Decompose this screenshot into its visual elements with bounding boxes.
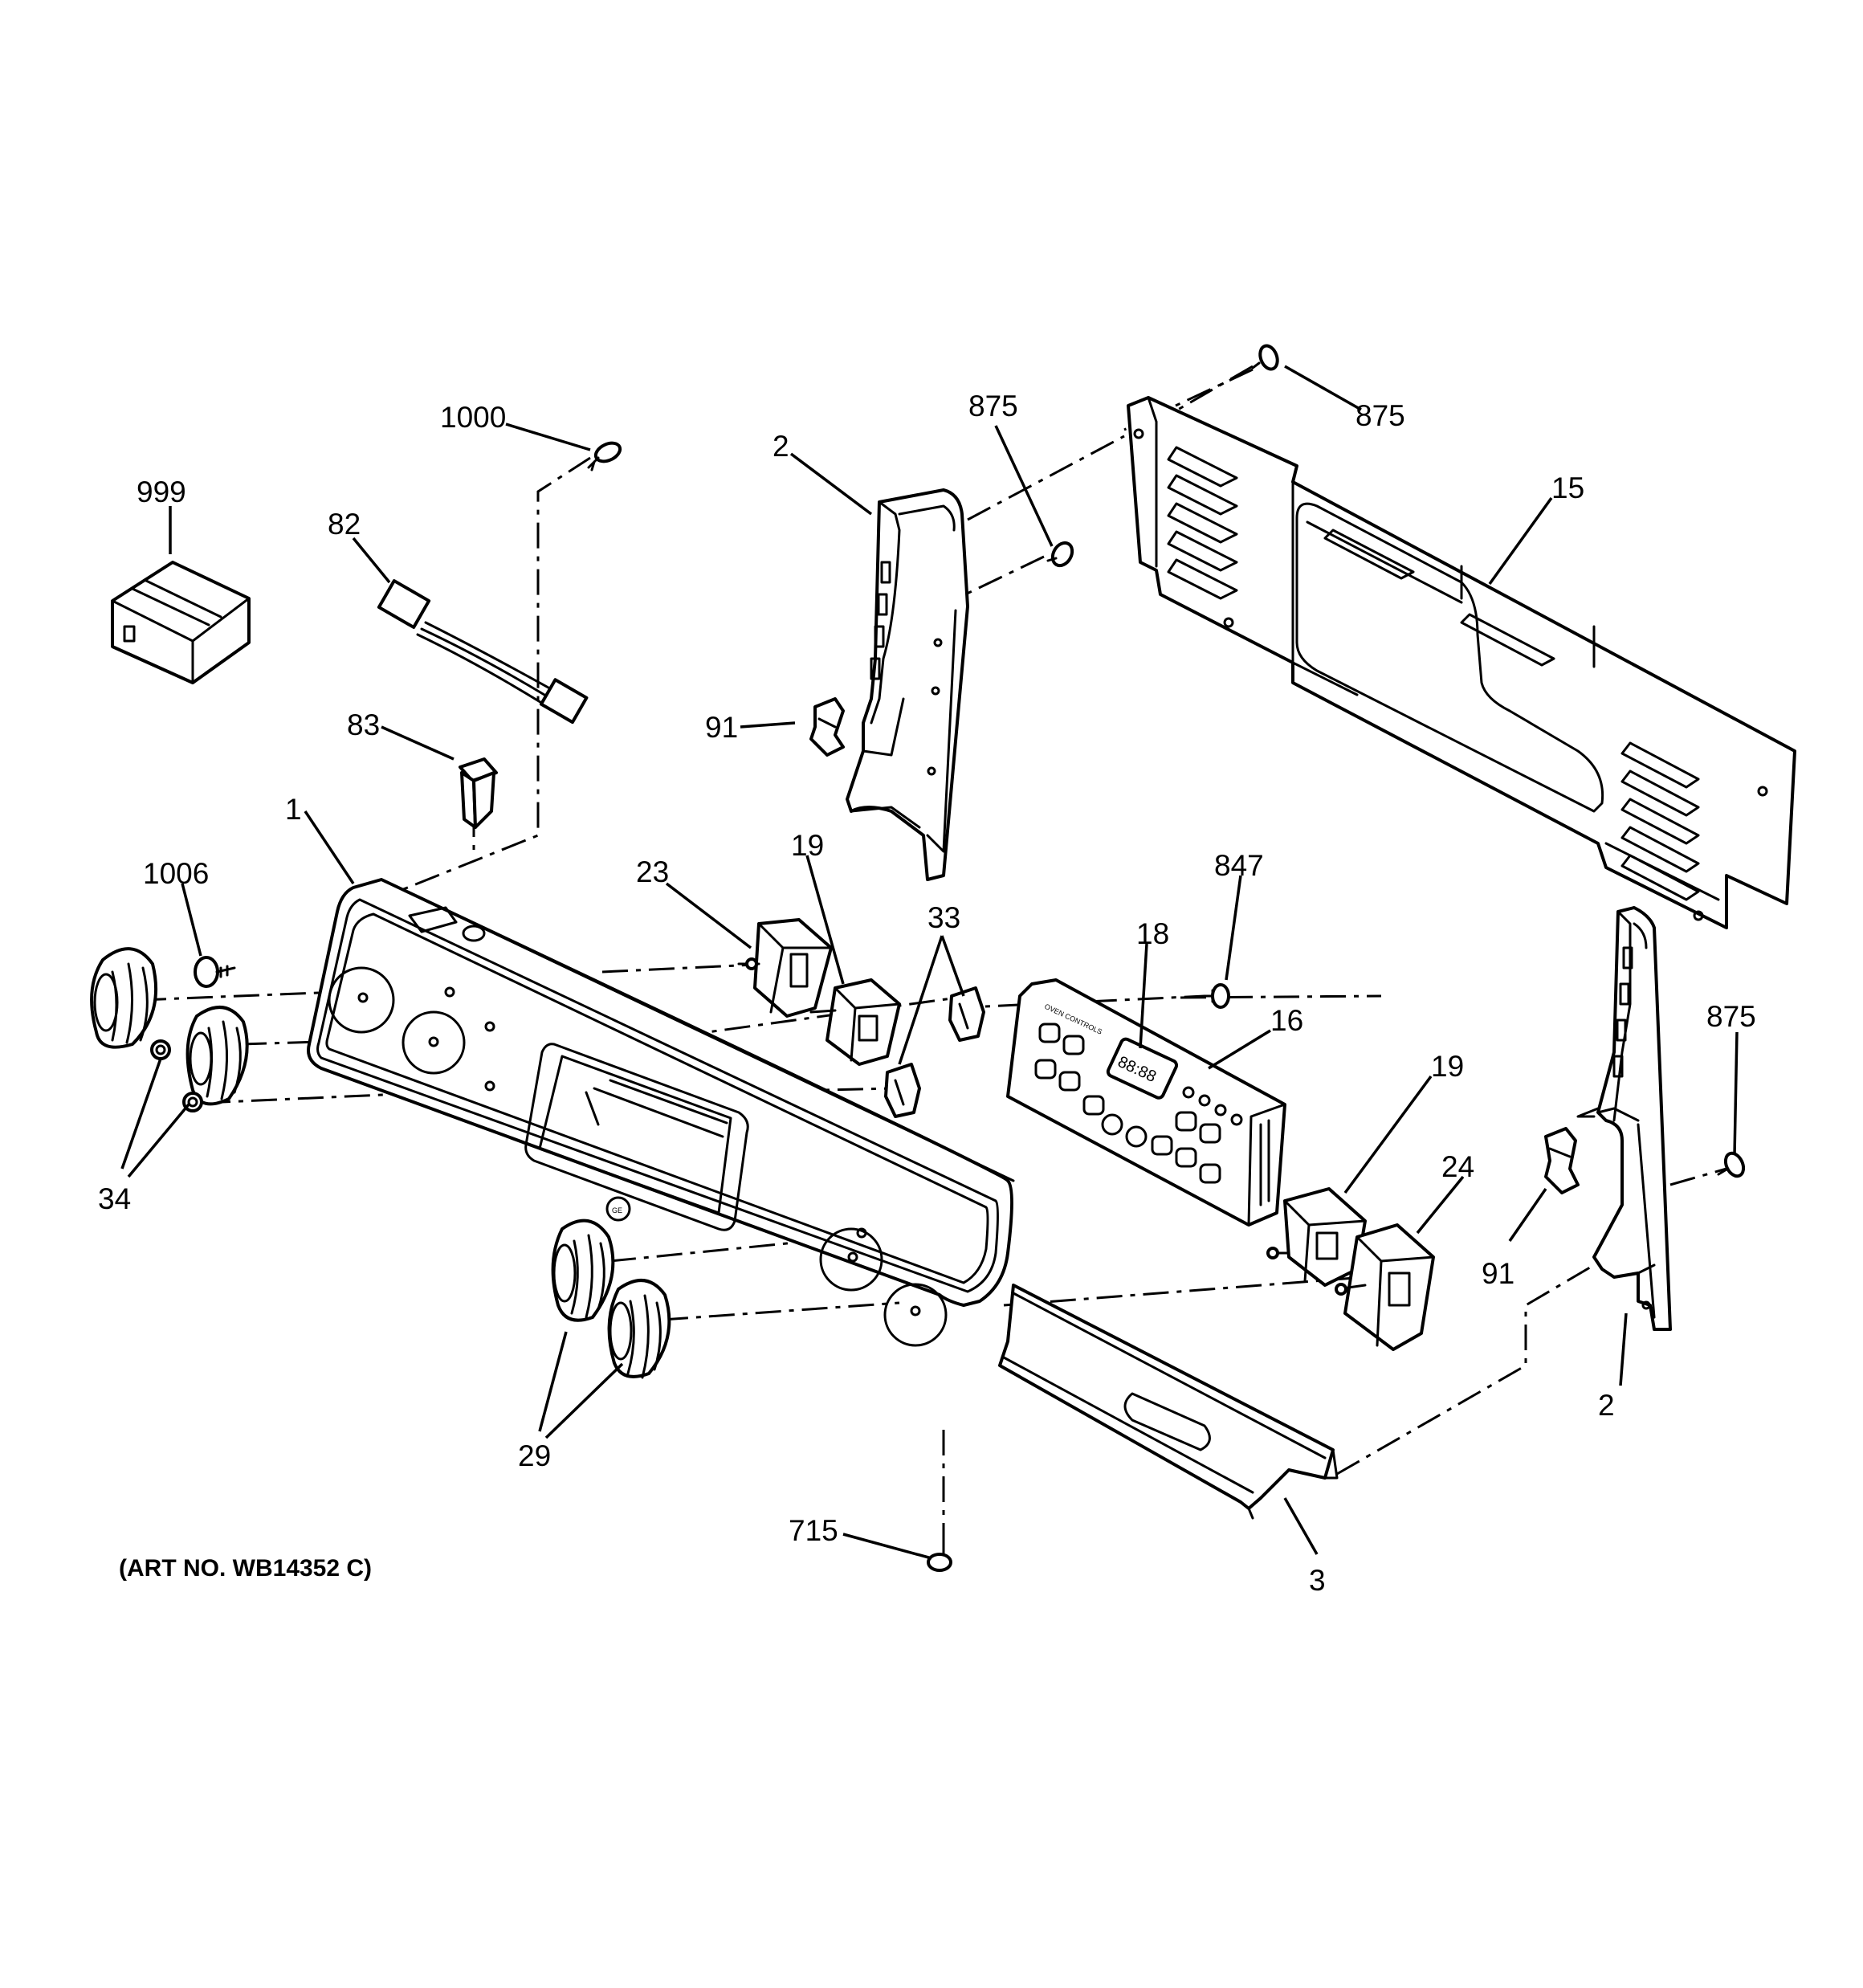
- screw-1000: [587, 441, 622, 471]
- callout-715: 715: [789, 1514, 838, 1547]
- leader-lines: [120, 365, 1739, 1560]
- callout-1006: 1006: [143, 857, 209, 890]
- callout-19-right: 19: [1431, 1050, 1464, 1083]
- callout-3: 3: [1309, 1564, 1326, 1597]
- callout-83: 83: [347, 708, 380, 741]
- end-cap-right: [1576, 906, 1672, 1331]
- callout-999: 999: [137, 476, 186, 508]
- screw-1006: [194, 956, 236, 988]
- screw-875-top: [1251, 344, 1279, 371]
- callout-16: 16: [1270, 1004, 1303, 1037]
- callout-2-bottom: 2: [1598, 1389, 1615, 1422]
- callout-19-left: 19: [791, 829, 824, 862]
- screw-875-mid: [1046, 541, 1074, 568]
- rocker-switch-33-a: [948, 986, 985, 1042]
- end-cap-left: [846, 488, 969, 881]
- callout-23: 23: [636, 855, 669, 888]
- screw-715: [927, 1525, 952, 1572]
- back-bracket: [1127, 396, 1796, 929]
- callout-875-mid: 875: [968, 390, 1018, 423]
- control-panel: GE: [307, 878, 1015, 1347]
- wire-harness: [377, 579, 589, 725]
- switch-19-right: [1266, 1187, 1367, 1287]
- switch-23: [737, 918, 833, 1018]
- callout-15: 15: [1551, 471, 1584, 504]
- clip-91-left: [809, 697, 845, 757]
- callout-91-left: 91: [705, 711, 738, 744]
- callout-33: 33: [927, 901, 960, 934]
- callout-18: 18: [1136, 917, 1169, 950]
- clip-91-right: [1544, 1127, 1580, 1194]
- callout-91-right: 91: [1482, 1257, 1514, 1290]
- electronic-control-board: 88:88 OVEN CONTROLS: [1006, 978, 1286, 1227]
- art-number: (ART NO. WB14352 C): [119, 1555, 372, 1582]
- literature-box: [111, 561, 251, 684]
- knob-right-2: [607, 1279, 671, 1379]
- rocker-switch-33-b: [884, 1063, 921, 1118]
- callout-875-right: 875: [1706, 1000, 1756, 1033]
- callout-82: 82: [328, 508, 361, 541]
- knob-left-2: [185, 1006, 249, 1106]
- callout-875-top: 875: [1355, 399, 1405, 432]
- callout-2-top: 2: [773, 430, 789, 463]
- knob-left-1: [90, 947, 158, 1049]
- switch-19-left: [809, 978, 901, 1066]
- callout-847: 847: [1214, 849, 1264, 882]
- trim-strip: [998, 1284, 1339, 1520]
- knob-right-1: [551, 1219, 615, 1322]
- callout-29: 29: [518, 1439, 551, 1472]
- switch-24: [1335, 1223, 1435, 1351]
- callout-34: 34: [98, 1182, 131, 1215]
- screw-875-right: [1717, 1151, 1746, 1178]
- bumper-34-a: [150, 1039, 171, 1060]
- callout-labels: 999 1000 82 83 1 1006 34 2 91 875 875 15…: [98, 390, 1756, 1597]
- indicator-light: [459, 757, 498, 829]
- callout-1000: 1000: [440, 401, 506, 434]
- callout-1: 1: [285, 793, 302, 826]
- svg-text:GE: GE: [612, 1206, 622, 1214]
- screw-847: [1203, 983, 1230, 1009]
- callout-24: 24: [1441, 1150, 1474, 1183]
